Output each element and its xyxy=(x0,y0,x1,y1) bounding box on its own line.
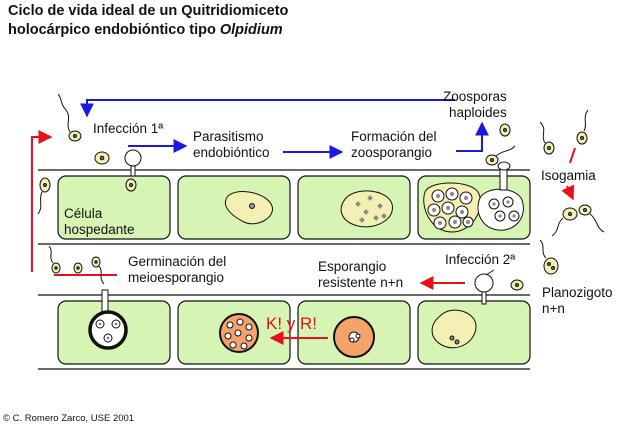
label-celula-line-1: Célula xyxy=(64,206,103,221)
zoospore-top-1 xyxy=(57,93,82,142)
zygote-in-cell xyxy=(431,309,477,349)
label-celula-line-2: hospedante xyxy=(64,222,135,237)
cyst-infecting xyxy=(124,149,142,192)
label-infeccion-2: Infección 2ª xyxy=(445,252,516,267)
host-cell-1 xyxy=(57,175,171,240)
parasite-stages xyxy=(88,161,524,358)
zoospore-bottom-left-1 xyxy=(48,245,61,274)
zoospore-bottom-right xyxy=(510,279,524,291)
zoospores xyxy=(37,93,605,313)
label-esporangio-line-2: resistente n+n xyxy=(318,275,404,290)
label-planozigoto: Planozigoto n+n xyxy=(542,285,613,317)
arrow-return-top xyxy=(80,99,455,118)
label-parasitismo-line-1: Parasitismo xyxy=(193,129,264,144)
zoospore-right-4 xyxy=(576,109,589,145)
arrow-isogamy xyxy=(561,184,575,201)
zoospore-right-2 xyxy=(485,145,516,166)
arrows xyxy=(31,99,576,345)
label-celula: Célula hospedante xyxy=(64,206,135,238)
label-germinacion: Germinación del meioesporangio xyxy=(128,254,226,286)
label-formacion-line-2: zoosporangio xyxy=(351,145,433,160)
label-esporangio: Esporangio resistente n+n xyxy=(318,259,403,291)
title-line-2-prefix: holocárpico endobióntico tipo xyxy=(8,22,220,38)
planozygote xyxy=(539,239,559,275)
label-infeccion-1: Infección 1ª xyxy=(93,121,164,136)
thallus-mature xyxy=(340,190,393,228)
title-line-1: Ciclo de vida ideal de un Quitridiomicet… xyxy=(8,3,289,19)
cyst-infecting-2 xyxy=(474,269,495,305)
zoospore-right-1 xyxy=(499,123,511,137)
label-zoosporas-line-2: haploides xyxy=(449,105,507,120)
title-genus: Olpidium xyxy=(219,22,283,38)
label-planozigoto-line-1: Planozigoto xyxy=(542,285,613,300)
diagram-title: Ciclo de vida ideal de un Quitridiomicet… xyxy=(8,2,288,40)
label-formacion-line-1: Formación del xyxy=(351,129,437,144)
label-zoosporas-line-1: Zoosporas xyxy=(443,89,507,104)
zoosporangium-releasing xyxy=(477,188,524,231)
label-isogamia: Isogamia xyxy=(541,168,596,183)
germination-tube xyxy=(101,289,109,313)
zoospore-right-3 xyxy=(539,121,555,155)
zoospore-top-2 xyxy=(94,151,110,165)
gametes-fusing xyxy=(551,204,605,237)
arrow-isogamy-bar xyxy=(569,147,576,164)
zoospore-bottom-left-2 xyxy=(73,262,83,274)
zoospore-left xyxy=(37,177,51,215)
zoospore-bottom-left-3 xyxy=(91,256,105,285)
label-esporangio-line-1: Esporangio xyxy=(318,259,387,274)
label-germinacion-line-1: Germinación del xyxy=(128,254,227,269)
credit: © C. Romero Zarco, USE 2001 xyxy=(3,413,135,424)
tissue-lines xyxy=(38,169,530,370)
label-germinacion-line-2: meioesporangio xyxy=(128,270,225,285)
label-planozigoto-line-2: n+n xyxy=(542,301,565,316)
title-line-2: holocárpico endobióntico tipo Olpidium xyxy=(8,22,283,38)
meiosporangium-germinating xyxy=(88,310,128,350)
arrow-return-left xyxy=(31,130,53,272)
arrow-zoosporangium xyxy=(456,121,489,152)
thallus-young xyxy=(224,191,273,225)
label-formacion: Formación del zoosporangio xyxy=(351,129,437,161)
label-zoosporas: Zoosporas haploides xyxy=(443,89,507,121)
label-kyr: K! y R! xyxy=(266,314,318,333)
label-parasitismo: Parasitismo endobióntico xyxy=(193,129,270,161)
label-parasitismo-line-2: endobióntico xyxy=(193,145,270,160)
